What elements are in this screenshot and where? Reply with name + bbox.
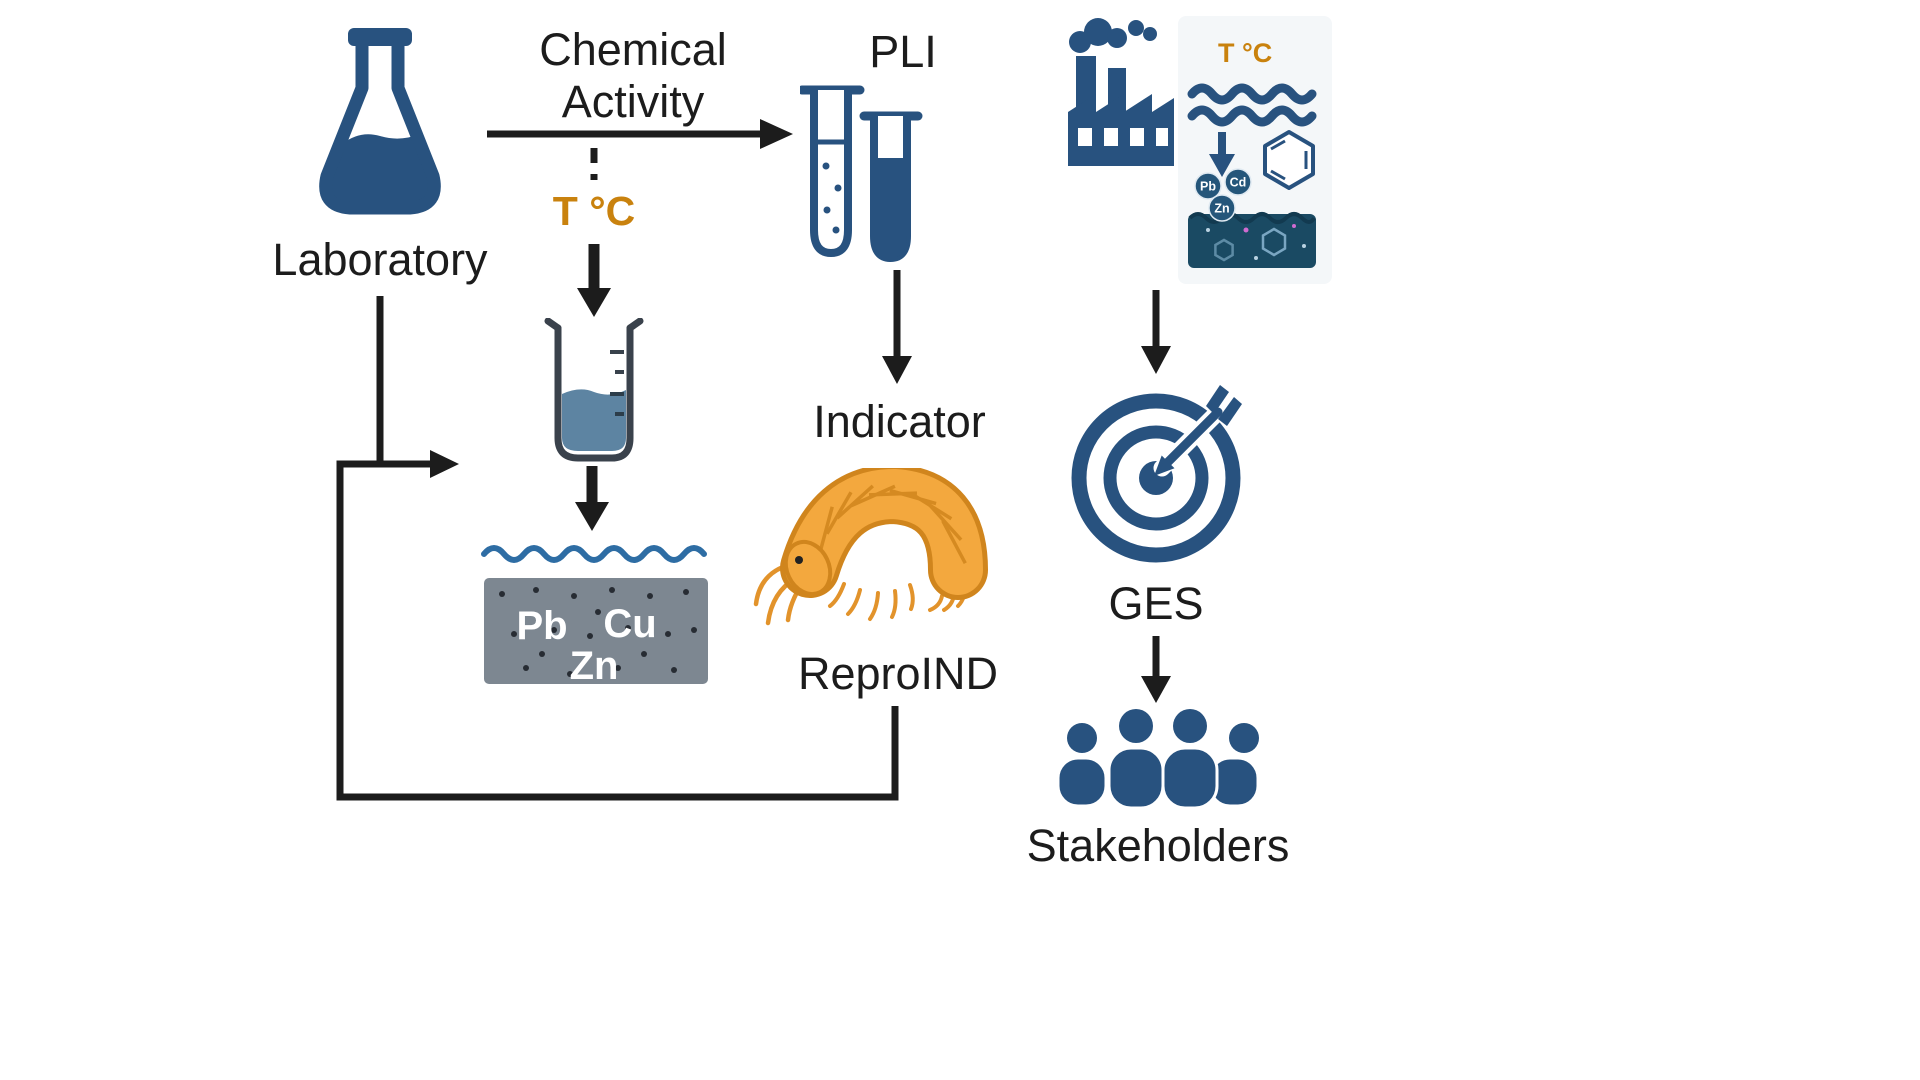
metal-ions-icon: Pb Cd Zn: [1194, 168, 1252, 222]
stakeholders-label: Stakeholders: [1026, 820, 1290, 871]
dissolved-benzene-small-icon: [1214, 238, 1234, 262]
arrow-beaker-to-sediment: [575, 466, 609, 531]
temperature-right-label: T °C: [1218, 38, 1273, 68]
arrow-pollution-to-target: [1141, 290, 1171, 374]
arrow-temperature-to-beaker: [577, 244, 611, 317]
waves-icon: [1187, 83, 1317, 127]
amphipod-eye: [795, 556, 803, 564]
dissolved-benzene-icon: [1261, 227, 1287, 257]
molecule-dots: [1206, 224, 1306, 260]
ges-label: GES: [1108, 578, 1204, 629]
indicator-label: Indicator: [813, 396, 986, 447]
dart-tip: [1154, 455, 1175, 476]
arrow-discharge-to-water: [1209, 132, 1235, 177]
feedback-loop: [336, 296, 899, 801]
ion-zn: Zn: [1214, 202, 1229, 216]
chemical-activity-line1: Chemical: [539, 24, 727, 75]
sediment-metal-cu: Cu: [603, 602, 656, 646]
factory-icon: [1068, 18, 1174, 166]
sediment-metal-pb: Pb: [516, 604, 567, 648]
amphipod-head: [783, 539, 833, 597]
chemical-activity-line2: Activity: [561, 75, 705, 127]
beaker-liquid: [562, 389, 626, 451]
flask-liquid: [326, 134, 434, 202]
polluted-water-icon: Pb Cd Zn: [1188, 168, 1316, 268]
benzene-ring-icon: [1263, 130, 1315, 190]
ion-cd: Cd: [1230, 176, 1247, 190]
erlenmeyer-flask-icon: [319, 28, 441, 215]
ion-pb: Pb: [1200, 180, 1216, 194]
dart-fletching: [1206, 385, 1229, 414]
beaker-icon: [544, 318, 644, 462]
factory-smoke: [1069, 18, 1157, 53]
reproind-label: ReproIND: [797, 648, 999, 699]
amphipod-segments: [818, 484, 967, 565]
factory-windows: [1078, 128, 1168, 146]
stakeholders-people-icon: [1056, 709, 1260, 810]
chemical-activity-label: Chemical Activity: [478, 24, 788, 128]
wave-icon: [481, 545, 707, 563]
arrow-ges-to-stakeholders: [1141, 636, 1171, 703]
amphipod-icon: [753, 468, 988, 626]
arrow-pli-to-indicator: [882, 270, 912, 384]
arrow-chemical-activity: [487, 119, 793, 149]
target-dart-icon: [1071, 385, 1242, 563]
sediment-metal-zn: Zn: [570, 644, 619, 688]
pli-label: PLI: [869, 26, 937, 77]
test-tubes-icon: [800, 85, 923, 263]
sediment-icon: Pb Cu Zn: [481, 545, 708, 688]
sediment-particles: [499, 587, 697, 677]
tube-liquid: [874, 158, 907, 258]
laboratory-label: Laboratory: [272, 234, 488, 285]
temperature-mid-label: T °C: [552, 188, 636, 234]
